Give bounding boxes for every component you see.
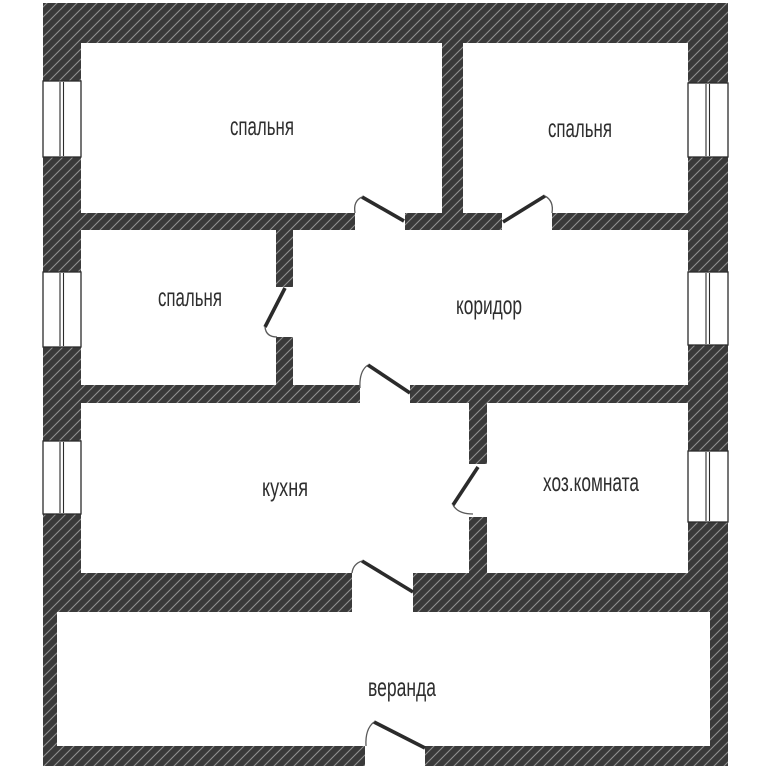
door-kitchen-utility (451, 466, 480, 515)
room-label-utility: хоз.комната (543, 467, 639, 497)
wall-bottom-right (425, 746, 728, 766)
room-label-bedroom-top-right: спальня (548, 113, 612, 143)
interior-walls (81, 43, 688, 573)
window-right-corridor (687, 271, 729, 346)
wall-bedrooms-corridor-b (405, 213, 502, 230)
wall-kitchen-veranda-left (43, 573, 352, 612)
wall-kitchen-veranda-right (413, 573, 728, 612)
wall-kitchen-utility-divider-b (469, 517, 487, 573)
window-left-bedroom3 (42, 271, 82, 348)
window-left-bedroom1 (42, 80, 82, 158)
outer-walls (43, 3, 728, 766)
wall-top (43, 3, 728, 43)
room-label-bedroom-middle: спальня (158, 282, 222, 312)
wall-veranda-left (43, 612, 57, 746)
wall-corridor-kitchen-a (81, 385, 360, 403)
wall-top-bedrooms-divider (442, 43, 463, 213)
room-label-bedroom-top-left: спальня (230, 111, 294, 141)
window-right-bedroom2 (687, 82, 729, 158)
wall-bedroom-corridor-divider-b (276, 337, 293, 385)
wall-corridor-kitchen-b (410, 385, 688, 403)
room-label-corridor: коридор (456, 290, 522, 320)
window-left-kitchen (42, 440, 82, 515)
door-bedroom1-corridor (354, 195, 405, 223)
door-bedroom2-corridor (502, 194, 553, 224)
room-label-veranda: веранда (368, 672, 436, 702)
windows (42, 80, 729, 523)
wall-bedrooms-corridor-a (81, 213, 355, 230)
room-label-kitchen: кухня (262, 472, 308, 502)
room-labels: спальня спальня спальня коридор кухня хо… (158, 111, 639, 702)
door-bedroom3-corridor (263, 287, 287, 338)
doors (263, 194, 553, 750)
door-kitchen-veranda (351, 559, 414, 594)
wall-veranda-right (710, 612, 728, 746)
door-corridor-kitchen (359, 363, 411, 395)
wall-bedrooms-corridor-c (552, 213, 688, 230)
wall-kitchen-utility-divider-a (469, 403, 487, 464)
wall-bottom-left (43, 746, 365, 766)
window-right-utility (687, 450, 729, 523)
door-veranda-exterior (365, 720, 426, 750)
wall-bedroom-corridor-divider-a (276, 230, 293, 287)
